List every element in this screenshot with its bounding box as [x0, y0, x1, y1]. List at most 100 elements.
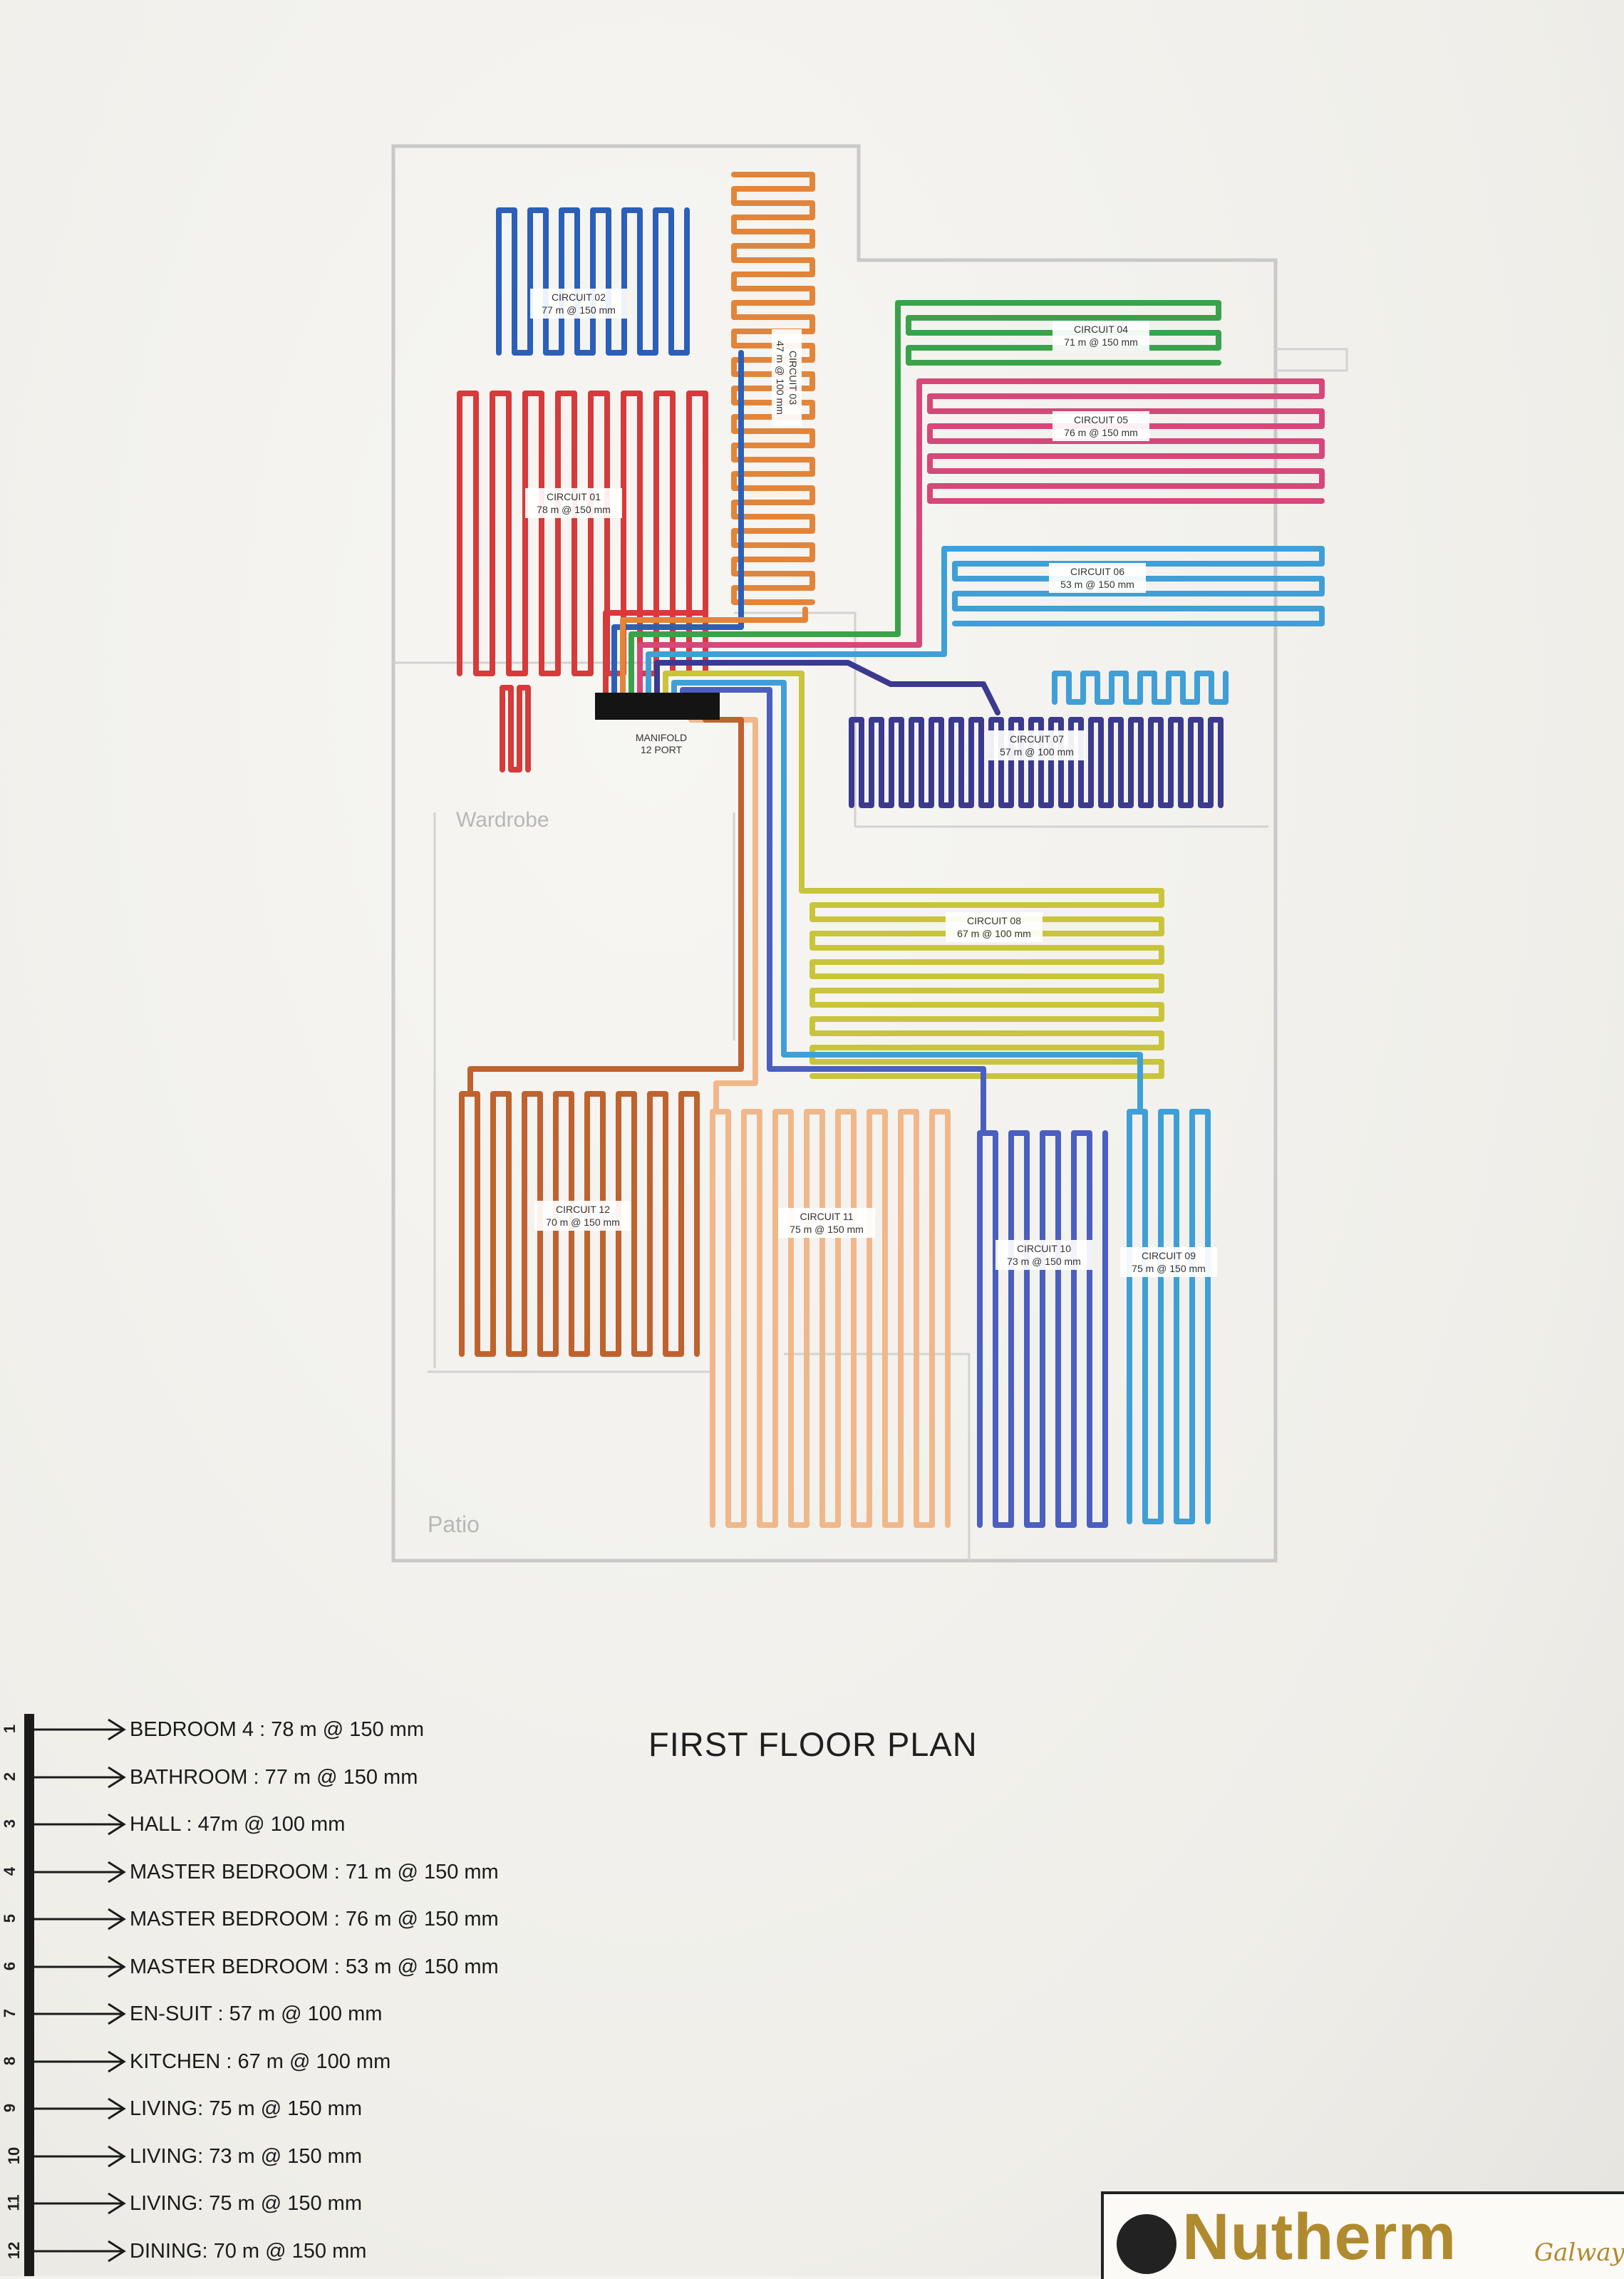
- legend-item-text: BATHROOM : 77 m @ 150 mm: [130, 1765, 418, 1789]
- plan-title: FIRST FLOOR PLAN: [648, 1725, 978, 1763]
- circuit-label-c09: CIRCUIT 09 75 m @ 150 mm: [1120, 1247, 1217, 1277]
- arrow-right-icon: [34, 1718, 126, 1741]
- legend-manifold-bar: [24, 1714, 34, 2276]
- circuit-name: CIRCUIT 02: [552, 291, 606, 303]
- legend-item-number: 1: [1, 1724, 19, 1734]
- legend-item-text: HALL : 47m @ 100 mm: [130, 1813, 346, 1836]
- ghost-room-labels: Wardrobe Patio: [428, 808, 549, 1537]
- circuit-label-bg: [1120, 1247, 1217, 1277]
- arrow-right-icon: [34, 2097, 126, 2120]
- legend-item-number: 4: [1, 1866, 19, 1876]
- circuit-spec: 75 m @ 150 mm: [1132, 1263, 1206, 1274]
- manifold-feed-lines: [467, 300, 1143, 1136]
- circuit-label-bg: [946, 912, 1043, 942]
- circuit-loop-c12: [459, 1091, 700, 1357]
- circuit-name: CIRCUIT 09: [1142, 1250, 1196, 1261]
- circuit-loop-c06: [952, 546, 1325, 705]
- legend-item: 1 BEDROOM 4 : 78 m @ 150 mm: [0, 1714, 641, 1747]
- manifold-block: [595, 693, 720, 720]
- circuit-spec: 47 m @ 100 mm: [775, 341, 786, 415]
- heating-circuits: [457, 172, 1325, 1528]
- legend-item-text: BEDROOM 4 : 78 m @ 150 mm: [130, 1718, 424, 1741]
- circuit-label-bg: [1053, 411, 1149, 441]
- circuit-label-bg: [1053, 321, 1149, 351]
- feed-line-c07: [654, 660, 1000, 715]
- circuit-label-bg: [988, 730, 1085, 760]
- legend-item-number: 12: [5, 2241, 24, 2259]
- circuit-name: CIRCUIT 11: [800, 1211, 854, 1222]
- circuit-name: CIRCUIT 01: [547, 491, 601, 502]
- circuit-label-c01: CIRCUIT 01 78 m @ 150 mm: [525, 488, 622, 518]
- logo-sub: Galway: [1534, 2238, 1624, 2267]
- nutherm-logo: Nutherm Galway: [1101, 2191, 1624, 2279]
- arrow-right-icon: [34, 2240, 126, 2262]
- circuit-name: CIRCUIT 03: [787, 351, 799, 405]
- circuit-label-c06: CIRCUIT 06 53 m @ 150 mm: [1049, 563, 1146, 593]
- circuit-label-bg: [772, 329, 802, 426]
- feed-line-c08: [663, 671, 815, 894]
- circuit-label-bg: [995, 1240, 1092, 1270]
- circuit-spec: 57 m @ 100 mm: [1000, 746, 1074, 758]
- legend-item-number: 6: [1, 1961, 19, 1970]
- arrow-right-icon: [34, 1908, 126, 1931]
- circuit-loop-c10: [977, 1130, 1108, 1528]
- circuit-name: CIRCUIT 06: [1070, 566, 1124, 577]
- arrow-right-icon: [34, 2050, 126, 2072]
- legend-item-number: 3: [1, 1819, 19, 1829]
- circuit-spec: 70 m @ 150 mm: [546, 1216, 620, 1228]
- circuit-spec: 73 m @ 150 mm: [1007, 1256, 1081, 1267]
- legend-item: 10 LIVING: 73 m @ 150 mm: [0, 2141, 641, 2174]
- legend-item: 7 EN-SUIT : 57 m @ 100 mm: [0, 1998, 641, 2031]
- circuit-loop-c07: [849, 717, 1224, 808]
- circuit-label-bg: [525, 488, 622, 518]
- circuit-name: CIRCUIT 05: [1074, 414, 1128, 425]
- circuit-spec: 53 m @ 150 mm: [1060, 579, 1134, 590]
- circuit-spec: 77 m @ 150 mm: [542, 304, 616, 316]
- circuit-label-bg: [778, 1208, 875, 1238]
- manifold-label-line2: 12 PORT: [641, 744, 683, 755]
- legend-item-text: MASTER BEDROOM : 71 m @ 150 mm: [130, 1860, 499, 1883]
- circuit-name: CIRCUIT 12: [556, 1204, 610, 1215]
- feed-line-c06: [646, 546, 958, 698]
- circuit-spec: 78 m @ 150 mm: [537, 504, 611, 515]
- legend-item-number: 11: [4, 2194, 23, 2211]
- feed-line-c12: [467, 717, 744, 1097]
- legend-item-text: MASTER BEDROOM : 76 m @ 150 mm: [130, 1908, 499, 1931]
- circuit-label-bg: [530, 289, 627, 319]
- arrow-right-icon: [34, 1813, 126, 1836]
- circuit-loop-c01: [457, 391, 708, 772]
- legend-item-text: LIVING: 75 m @ 150 mm: [130, 2192, 362, 2215]
- arrow-right-icon: [34, 1861, 126, 1883]
- arrow-right-icon: [34, 2145, 126, 2167]
- legend-item: 4 MASTER BEDROOM : 71 m @ 150 mm: [0, 1856, 641, 1889]
- circuit-spec: 75 m @ 150 mm: [790, 1224, 864, 1235]
- legend-item-number: 9: [1, 2103, 19, 2113]
- arrow-right-icon: [34, 2192, 126, 2215]
- circuit-loop-c09: [1127, 1109, 1211, 1524]
- feed-line-c11: [688, 717, 758, 1115]
- manifold-label-line1: MANIFOLD: [636, 732, 687, 743]
- arrow-right-icon: [34, 2002, 126, 2025]
- legend-item-number: 7: [1, 2008, 19, 2018]
- legend-item-number: 10: [5, 2146, 24, 2164]
- circuit-spec: 67 m @ 100 mm: [957, 928, 1031, 939]
- circuit-loop-c11: [710, 1109, 951, 1528]
- legend-item: 3 HALL : 47m @ 100 mm: [0, 1809, 641, 1841]
- legend-item-text: LIVING: 73 m @ 150 mm: [130, 2144, 362, 2168]
- ghost-label-patio: Patio: [428, 1511, 480, 1537]
- feed-line-c09: [671, 680, 1143, 1115]
- legend-item-number: 8: [1, 2056, 19, 2065]
- legend-item-text: EN-SUIT : 57 m @ 100 mm: [130, 2002, 383, 2025]
- circuit-loop-c02: [496, 207, 690, 356]
- circuit-label-bg: [1049, 563, 1146, 593]
